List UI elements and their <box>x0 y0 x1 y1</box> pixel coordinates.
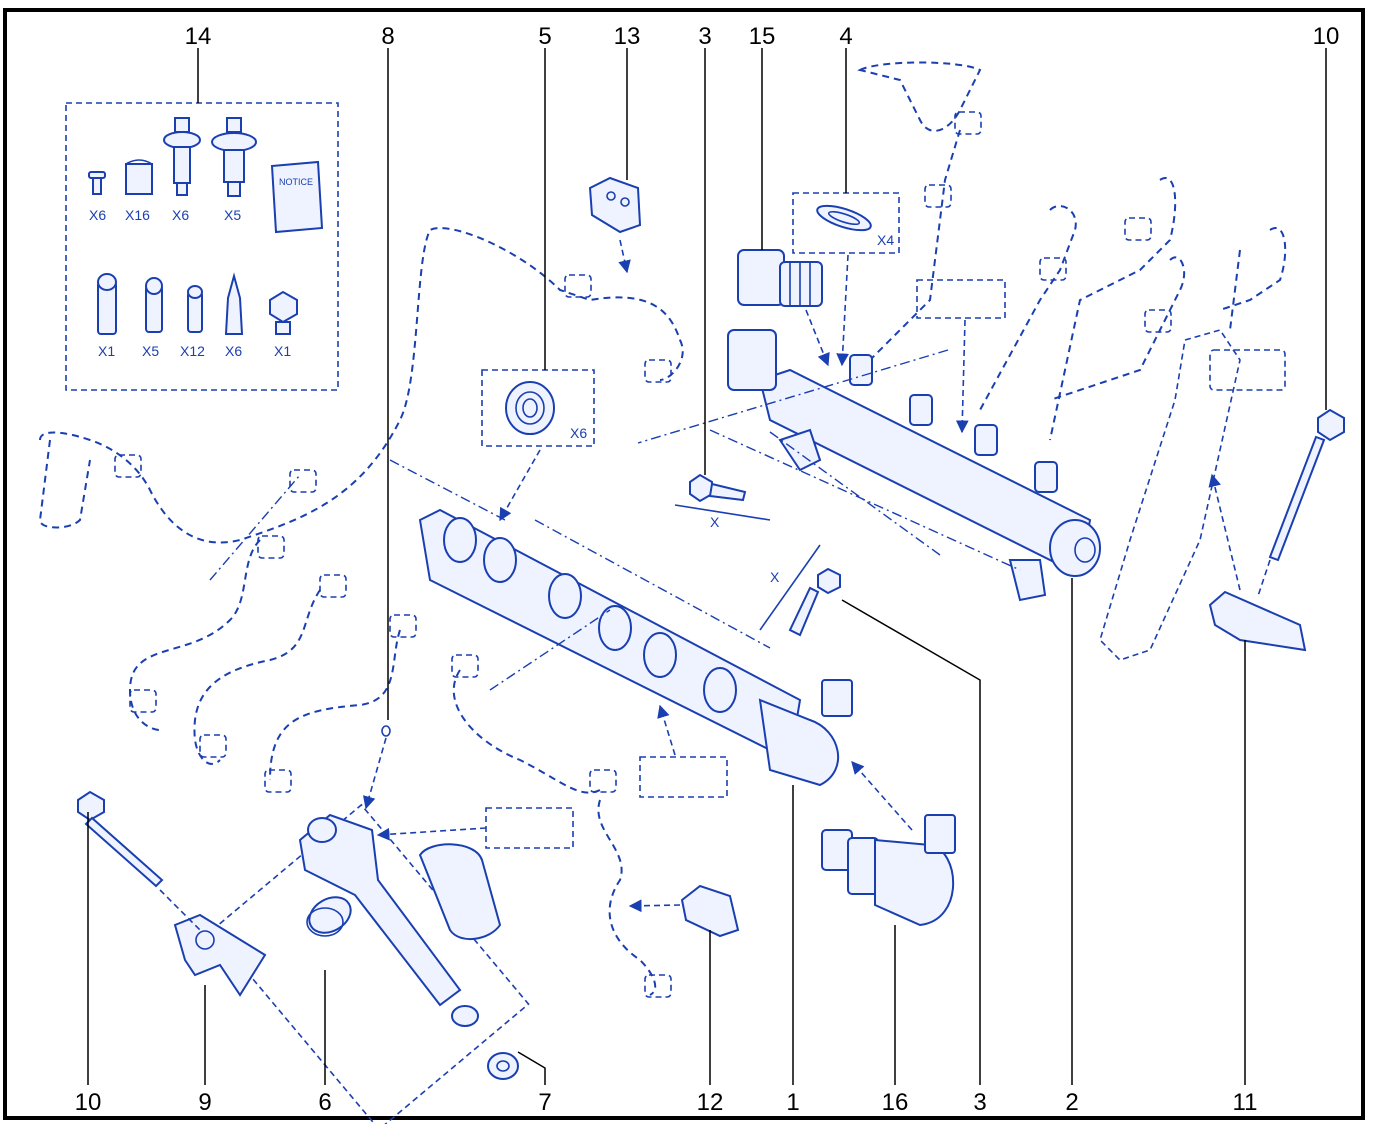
hex-nut-part <box>269 290 298 335</box>
callout-8: 8 <box>381 23 394 50</box>
qty-label: X5 <box>224 207 241 223</box>
bolt-part-10-right <box>1268 408 1345 562</box>
callout-15: 15 <box>749 23 776 50</box>
callout-14: 14 <box>185 23 212 50</box>
qty-label: X6 <box>172 207 189 223</box>
svg-text:X4: X4 <box>877 232 894 248</box>
lower-fuel-rail <box>418 508 853 787</box>
callout-numbers: 14 8 5 13 3 15 4 10 10 9 6 7 12 1 16 3 2… <box>75 23 1340 1116</box>
callout-6: 6 <box>318 1089 331 1116</box>
reference-box <box>639 756 728 798</box>
dimension-x-lower: X <box>759 544 821 631</box>
bolt-part-10-left <box>77 790 164 888</box>
reference-box <box>485 807 574 849</box>
callout-9: 9 <box>198 1089 211 1116</box>
clamp-part-11 <box>1208 590 1307 652</box>
callout-5: 5 <box>538 23 551 50</box>
bracket-part-13 <box>588 176 642 234</box>
sleeve-part-a <box>97 273 117 335</box>
svg-text:X: X <box>770 569 780 585</box>
pipe-fittings <box>114 111 1172 998</box>
callout-10: 10 <box>1313 23 1340 50</box>
callout-2: 2 <box>1065 1089 1078 1116</box>
callout-13: 13 <box>614 23 641 50</box>
qty-label: X1 <box>274 343 291 359</box>
notice-booklet: NOTICE <box>270 160 324 234</box>
small-screw-part <box>88 171 106 195</box>
fuel-pipes <box>38 61 1287 996</box>
leader-lines <box>87 48 1327 1085</box>
qty-label: X1 <box>98 343 115 359</box>
upper-fuel-rail <box>727 329 1101 602</box>
bolt-part-3-upper <box>689 473 747 503</box>
qty-label: X5 <box>142 343 159 359</box>
bolt-part-3-lower <box>788 567 841 637</box>
qty-label: X12 <box>180 343 205 359</box>
reference-box <box>916 279 1006 319</box>
plug-part-a <box>163 117 201 196</box>
callout-16: 16 <box>882 1089 909 1116</box>
callout-3: 3 <box>973 1089 986 1116</box>
assembly-arrows <box>159 239 1271 931</box>
callout-3: 3 <box>698 23 711 50</box>
tapered-sleeve-part <box>224 272 244 335</box>
pressure-sensor-part <box>737 249 823 307</box>
sleeve-part-c <box>187 285 203 333</box>
clamp-part-9 <box>173 913 267 997</box>
injector-part-upper <box>1099 329 1286 661</box>
callout-12: 12 <box>697 1089 724 1116</box>
svg-text:X6: X6 <box>570 425 587 441</box>
gasket-detail-box: X4 <box>792 192 900 254</box>
callout-11: 11 <box>1233 1089 1258 1116</box>
qty-label: X6 <box>225 343 242 359</box>
o-ring-detail <box>306 907 344 937</box>
alignment-lines <box>209 349 1021 691</box>
pressure-regulator-part <box>821 814 956 927</box>
callout-10: 10 <box>75 1089 102 1116</box>
seal-detail-box: X6 <box>481 369 595 447</box>
callout-4: 4 <box>839 23 852 50</box>
o-ring-part-8 <box>381 725 391 737</box>
cap-part <box>125 159 153 195</box>
callout-7: 7 <box>538 1089 551 1116</box>
svg-text:NOTICE: NOTICE <box>279 177 313 187</box>
qty-label: X16 <box>125 207 150 223</box>
sleeve-part-b <box>145 277 163 333</box>
kit-box: NOTICE X6 X16 X6 X5 X1 X5 X12 X6 X1 <box>65 102 339 391</box>
callout-1: 1 <box>786 1089 799 1116</box>
diagram-frame <box>3 8 1365 1120</box>
plug-part-b <box>211 117 257 197</box>
dimension-x-upper: X <box>674 504 771 530</box>
injector-part <box>298 813 519 1080</box>
qty-label: X6 <box>89 207 106 223</box>
svg-text:X: X <box>710 514 720 530</box>
clip-part-12 <box>680 884 740 938</box>
